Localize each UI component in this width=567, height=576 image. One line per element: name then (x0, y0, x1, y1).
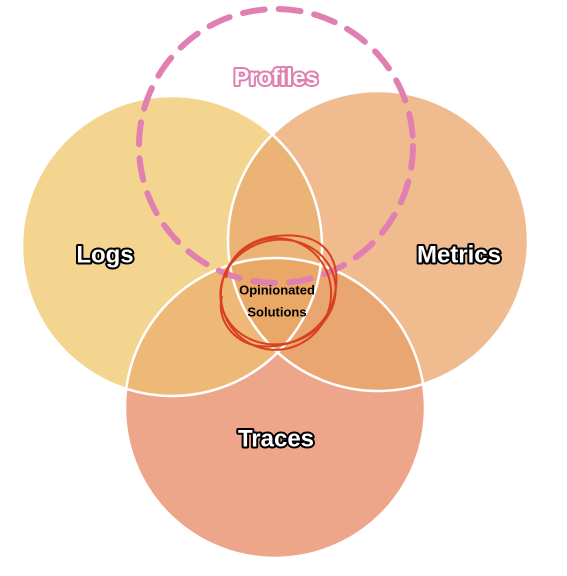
metrics-label: Metrics (417, 241, 501, 268)
profiles-dashed-circle (136, 6, 416, 286)
logs-traces-overlap (125, 258, 322, 396)
profiles-label: Profiles (234, 64, 318, 90)
traces-outline (123, 256, 427, 560)
metrics-outline (226, 89, 530, 393)
center-label-line1: Opinionated (239, 282, 315, 297)
traces-label: Traces (238, 425, 314, 452)
center-scribble (219, 234, 338, 351)
metrics-traces-overlap (228, 258, 425, 391)
center-label-line2: Solutions (247, 304, 306, 319)
logs-label: Logs (76, 241, 133, 268)
